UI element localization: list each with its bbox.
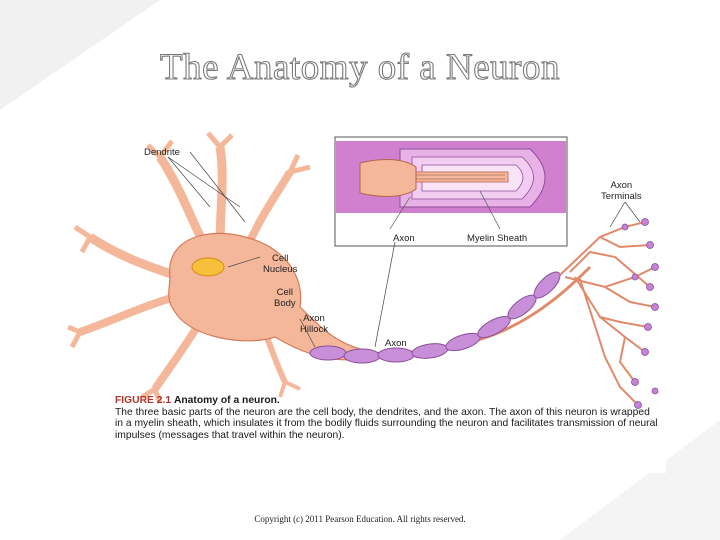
label-dendrite: Dendrite bbox=[144, 147, 180, 158]
caption-title: Anatomy of a neuron. bbox=[174, 395, 280, 406]
label-cell-nucleus: Cell Nucleus bbox=[263, 253, 297, 275]
caption-text: The three basic parts of the neuron are … bbox=[115, 407, 658, 441]
caption-figure-number: FIGURE 2.1 bbox=[115, 395, 171, 406]
neuron-figure: Dendrite Cell Nucleus Cell Body Axon Hil… bbox=[60, 127, 666, 473]
nucleus bbox=[192, 258, 224, 276]
slide-title: The Anatomy of a Neuron bbox=[0, 46, 720, 89]
inset-label-myelin: Myelin Sheath bbox=[467, 233, 527, 244]
label-axon-terminals: Axon Terminals bbox=[601, 180, 642, 202]
axon-terminals bbox=[560, 222, 655, 405]
figure-caption: FIGURE 2.1 Anatomy of a neuron. The thre… bbox=[115, 395, 660, 441]
myelin-inset bbox=[335, 137, 567, 246]
label-axon: Axon bbox=[385, 338, 407, 349]
copyright-notice: Copyright (c) 2011 Pearson Education. Al… bbox=[0, 514, 720, 524]
label-axon-hillock: Axon Hillock bbox=[300, 313, 328, 335]
label-cell-body: Cell Body bbox=[274, 287, 296, 309]
inset-label-axon: Axon bbox=[393, 233, 415, 244]
